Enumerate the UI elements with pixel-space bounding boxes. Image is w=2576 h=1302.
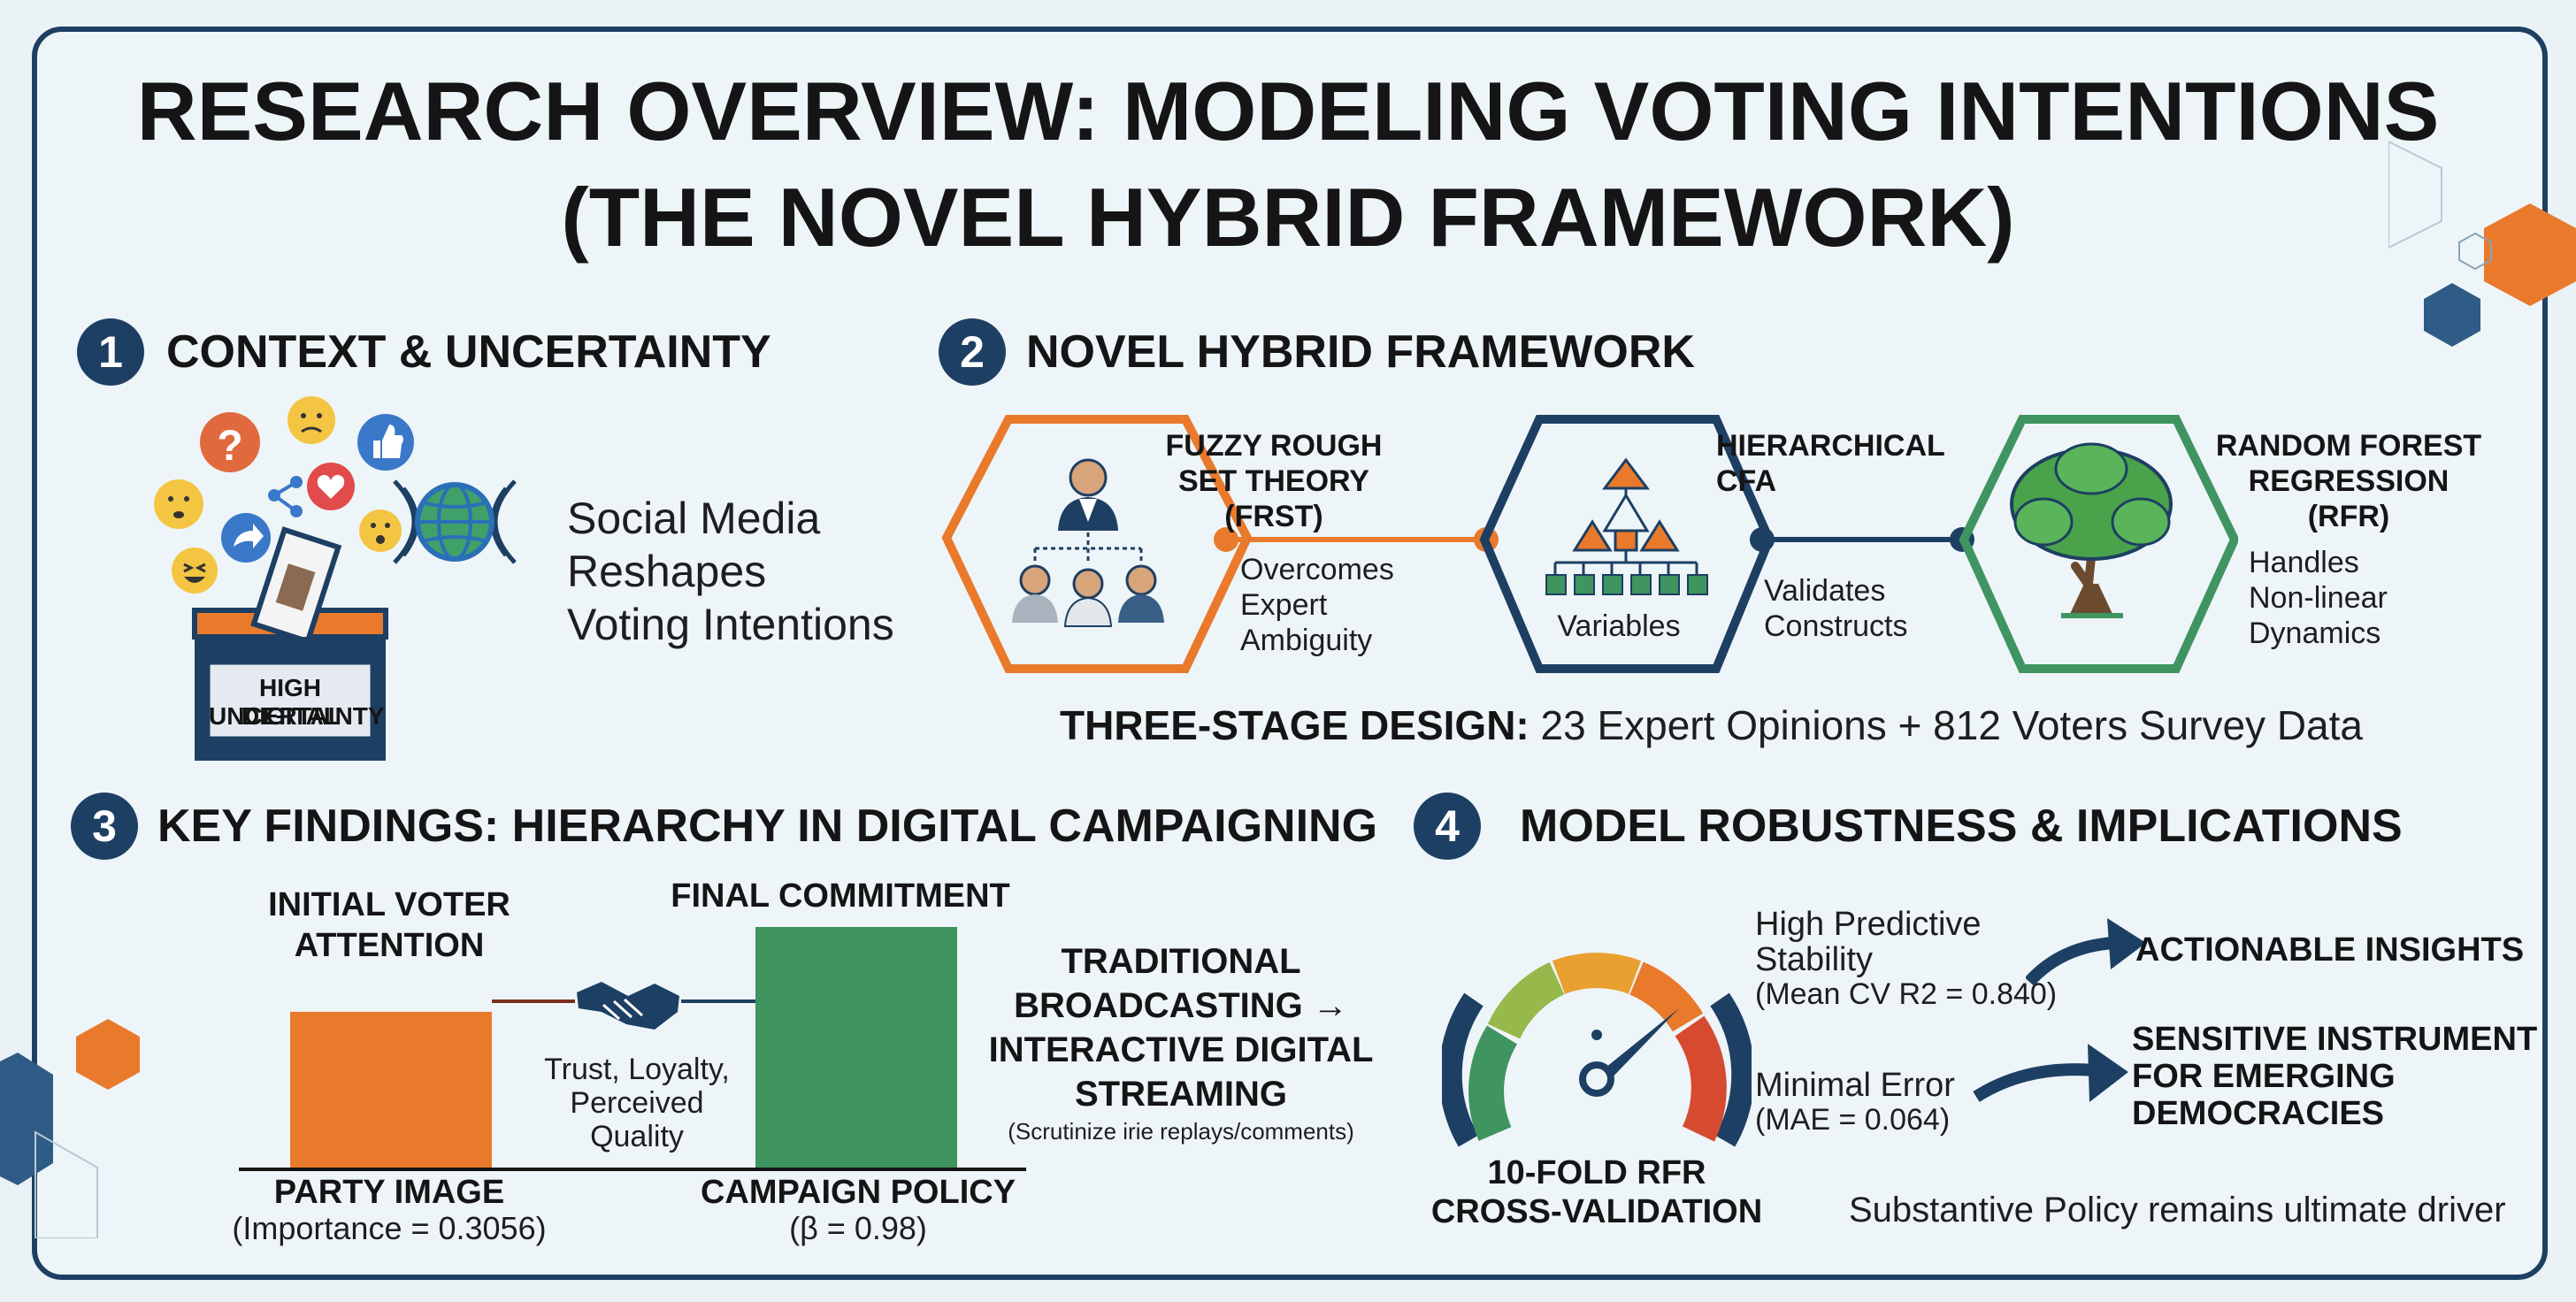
stability-r2: (Mean CV R2 = 0.840) [1755,977,2058,1011]
stability-line-2: Stability [1755,941,1874,978]
section-title-findings: KEY FINDINGS: HIERARCHY IN DIGITAL CAMPA… [157,800,1378,852]
rfr-desc-line-2: Non-linear [2249,581,2388,615]
frst-name-line-1: FUZZY ROUGH [1165,429,1383,463]
rfr-name-line-1: RANDOM FOREST [2215,429,2482,463]
actionable-insights: ACTIONABLE INSIGHTS [2135,931,2525,969]
question-icon: ? [200,412,260,472]
campaign-policy-bar [755,927,957,1169]
rfr-name-line-2: REGRESSION [2248,464,2450,498]
rfr-name-line-3: (RFR) [2307,500,2390,533]
final-commitment-label: FINAL COMMITMENT [671,877,1010,915]
handshake-icon [577,982,679,1030]
poster-title-line-1: RESEARCH OVERVIEW: MODELING VOTING INTEN… [136,65,2440,157]
context-text-line-1: Social Media [567,494,821,543]
context-text-line-3: Voting Intentions [567,600,894,649]
initial-attention-label-line-2: ATTENTION [294,927,485,964]
rfr-hexagon [1959,415,2238,673]
ballot-box-label-line-1: HIGH DIGITAL [242,674,339,730]
section-title-context: CONTEXT & UNCERTAINTY [166,326,771,378]
policy-driver-note: Substantive Policy remains ultimate driv… [1849,1191,2506,1229]
context-text-line-2: Reshapes [567,547,767,596]
person-icon [1012,458,1164,627]
section-number-4: 4 [1414,793,1481,860]
initial-attention-label-line-1: INITIAL VOTER [268,886,510,923]
campaign-policy-beta: (β = 0.98) [789,1210,927,1246]
cfa-inner-label: Variables [1557,609,1681,643]
party-image-importance: (Importance = 0.3056) [232,1210,547,1246]
gauge-needle [1597,1008,1679,1086]
frst-name-line-3: (FRST) [1224,500,1323,533]
shift-note: (Scrutinize irie replays/comments) [1008,1118,1354,1145]
three-stage-design-text: 23 Expert Opinions + 812 Voters Survey D… [1529,702,2364,748]
connector-dot [1750,527,1775,552]
frst-desc-line-2: Expert [1240,588,1328,622]
share-icon [268,476,303,517]
frst-desc-line-1: Overcomes [1240,553,1394,586]
section-number-2: 2 [939,318,1006,386]
sad-face-icon [288,396,335,444]
mediators-line-2: Perceived [570,1086,704,1120]
rfr-desc-line-3: Dynamics [2249,617,2381,650]
gauge-label-line-2: CROSS-VALIDATION [1430,1193,1763,1230]
forward-arrow-icon [221,513,271,563]
cfa-desc-line-2: Constructs [1764,609,1908,643]
hexagon-decoration-icon [2388,140,2576,347]
shift-line-1: TRADITIONAL [1061,942,1301,981]
tree-icon [2010,442,2173,618]
heart-icon [307,463,355,510]
three-stage-design: THREE-STAGE DESIGN: 23 Expert Opinions +… [1060,701,2363,750]
party-image-label: PARTY IMAGE [273,1174,505,1211]
laughing-face-icon [172,548,218,594]
arrow-icon [1973,1044,2128,1102]
shift-line-4: STREAMING [1075,1075,1287,1114]
hexagon-decoration-left-icon [0,1019,140,1238]
section-title-framework: NOVEL HYBRID FRAMEWORK [1026,326,1695,378]
shift-line-3: INTERACTIVE DIGITAL [988,1030,1374,1069]
svg-text:?: ? [217,423,242,470]
framework-flow-diagram [941,415,2238,673]
connector-dot [1214,527,1238,552]
surprised-face-icon [359,509,402,552]
section-title-robustness: MODEL ROBUSTNESS & IMPLICATIONS [1520,800,2403,852]
mediators-line-1: Trust, Loyalty, [544,1053,730,1086]
cfa-desc-line-1: Validates [1764,574,1886,608]
error-line-1: Minimal Error [1755,1067,1955,1104]
worried-face-icon [154,479,203,529]
section-number-3: 3 [71,793,138,860]
error-mae: (MAE = 0.064) [1755,1103,1951,1137]
sensitive-instrument-line-2: FOR EMERGING [2132,1058,2396,1095]
arrow-icon [2026,918,2146,986]
ballot-box-icon [192,526,388,761]
gauge-label-line-1: 10-FOLD RFR [1487,1154,1706,1191]
three-stage-design-label: THREE-STAGE DESIGN: [1060,702,1530,748]
sensitive-instrument-line-3: DEMOCRACIES [2132,1095,2385,1132]
section-number-1: 1 [77,318,144,386]
social-media-ballot-illustration: ? [154,396,517,761]
gauge-icon [1442,953,1752,1147]
sensitive-instrument-line-1: SENSITIVE INSTRUMENT [2132,1021,2538,1058]
shift-line-2: BROADCASTING → [1014,986,1348,1025]
hierarchy-bar-chart [239,927,1026,1171]
mediators-line-3: Quality [590,1120,684,1153]
globe-icon [393,479,517,564]
frst-name-line-2: SET THEORY [1178,464,1369,498]
cfa-name-line-1: HIERARCHICAL [1716,429,1945,463]
campaign-policy-label: CAMPAIGN POLICY [700,1174,1016,1211]
like-icon [357,414,414,471]
stability-line-1: High Predictive [1755,906,1982,943]
poster-title-line-2: (THE NOVEL HYBRID FRAMEWORK) [561,171,2015,264]
ballot-box-label-line-2: UNCERTAINTY [209,702,385,730]
rfr-desc-line-1: Handles [2249,546,2359,579]
cfa-name-line-2: CFA [1716,464,1776,498]
party-image-bar [290,1011,492,1169]
frst-desc-line-3: Ambiguity [1240,624,1373,657]
pyramid-icon [1545,457,1708,595]
